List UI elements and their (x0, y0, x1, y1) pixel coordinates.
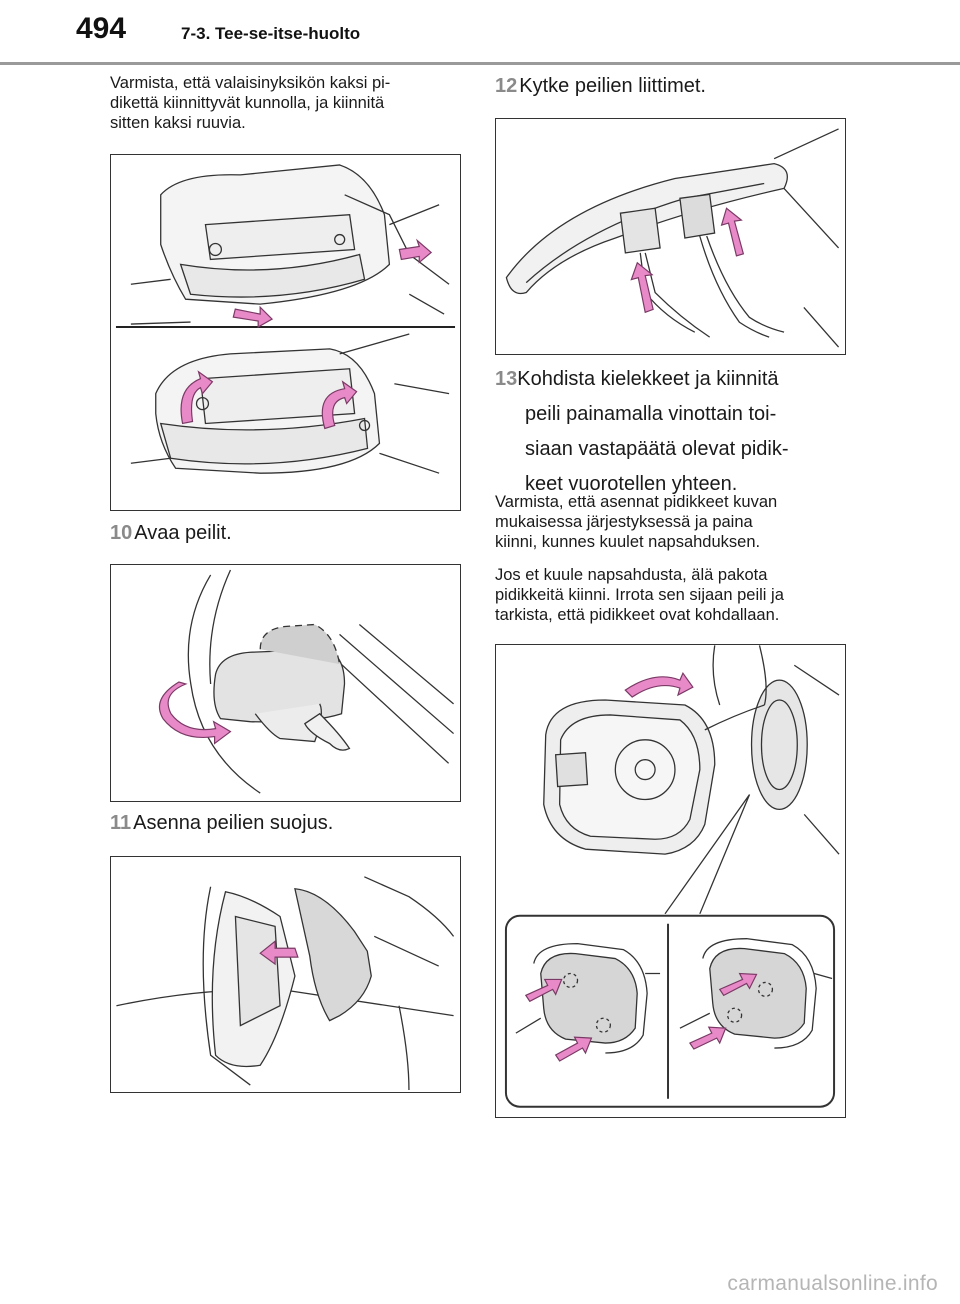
step-13-line: siaan vastapäätä olevat pidik- (525, 438, 789, 460)
step-13-line: 13Kohdista kielekkeet ja kiinnitä (495, 368, 779, 390)
step-text: Kytke peilien liittimet. (519, 75, 706, 97)
step-13-line: keet vuorotellen yhteen. (525, 473, 738, 495)
intro-line: Varmista, että valaisinyksikön kaksi pi- (110, 74, 391, 92)
step-13-line: peili painamalla vinottain toi- (525, 403, 777, 425)
figure-lamp-unit (110, 154, 461, 511)
step-text: Avaa peilit. (134, 522, 232, 544)
note-paragraph-2: Jos et kuule napsahdusta, älä pakota pid… (495, 565, 784, 625)
figure-mirror-cover (110, 856, 461, 1093)
page-number: 494 (76, 12, 127, 45)
note-line: tarkista, että pidikkeet ovat kohdallaan… (495, 606, 780, 624)
step-13: 13Kohdista kielekkeet ja kiinnitä peili … (495, 362, 789, 502)
intro-line: dikettä kiinnittyvät kunnolla, ja kiinni… (110, 94, 385, 112)
note-line: kiinni, kunnes kuulet napsahduksen. (495, 533, 761, 551)
section-title: 7-3. Tee-se-itse-huolto (181, 24, 361, 43)
figure-mirror-glass (495, 644, 846, 1118)
lamp-unit-illustration (115, 164, 456, 474)
header-divider (0, 62, 960, 65)
open-mirror-illustration (158, 569, 454, 794)
intro-line: sitten kaksi ruuvia. (110, 114, 246, 132)
note-line: Jos et kuule napsahdusta, älä pakota (495, 566, 768, 584)
step-text: Asenna peilien suojus. (133, 812, 334, 834)
figure-connectors (495, 118, 846, 355)
watermark: carmanualsonline.info (727, 1272, 938, 1295)
note-line: pidikkeitä kiinni. Irrota sen sijaan pei… (495, 586, 784, 604)
note-line: Varmista, että asennat pidikkeet kuvan (495, 493, 778, 511)
note-line: mukaisessa järjestyksessä ja paina (495, 513, 753, 531)
intro-paragraph: Varmista, että valaisinyksikön kaksi pi-… (110, 73, 390, 133)
page-header: 494 7-3. Tee-se-itse-huolto (0, 0, 960, 70)
connectors-illustration (505, 128, 840, 348)
step-number: 10 (110, 522, 133, 544)
step-number: 11 (110, 812, 132, 834)
mirror-glass-illustration (504, 645, 840, 1108)
note-paragraph-1: Varmista, että asennat pidikkeet kuvan m… (495, 492, 777, 552)
step-number: 12 (495, 75, 518, 97)
mirror-cover-illustration (116, 876, 455, 1091)
figure-open-mirror (110, 564, 461, 802)
step-number: 13 (495, 368, 518, 390)
